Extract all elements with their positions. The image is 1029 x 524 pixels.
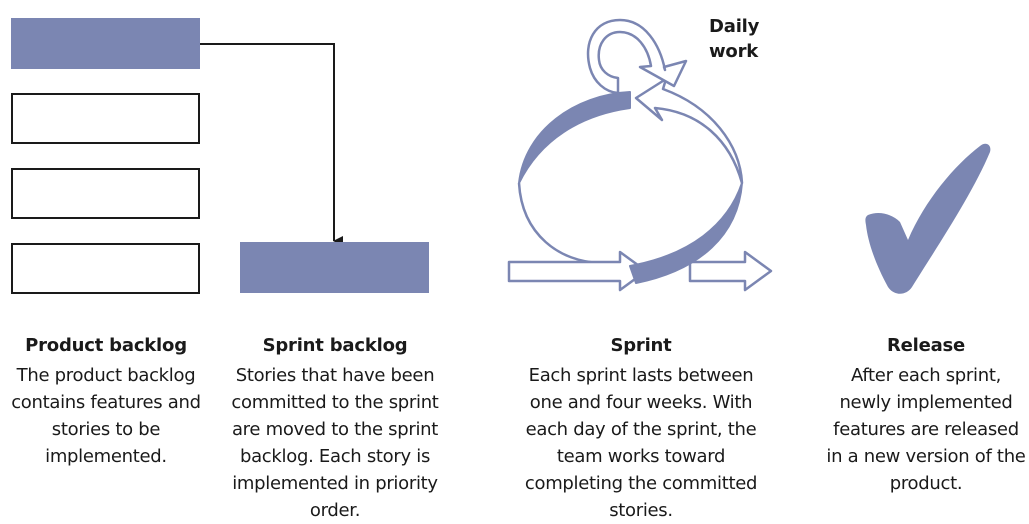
- sprint-backlog-column: Sprint backlog Stories that have been co…: [222, 335, 448, 524]
- sprint-title: Sprint: [610, 335, 672, 356]
- move-to-sprint-arrow: [200, 43, 343, 246]
- sprint-backlog-description: Stories that have been committed to the …: [231, 365, 439, 521]
- release-description: After each sprint, newly implemented fea…: [826, 365, 1026, 494]
- sprint-backlog-title: Sprint backlog: [262, 335, 408, 356]
- backlog-item: [11, 168, 200, 219]
- product-backlog-column: Product backlog The product backlog cont…: [6, 335, 206, 470]
- backlog-item: [11, 93, 200, 144]
- sprint-backlog-box: [240, 242, 429, 293]
- sprint-cycle-icon: [507, 18, 773, 292]
- product-backlog-description: The product backlog contains features an…: [11, 365, 201, 467]
- sprint-description: Each sprint lasts between one and four w…: [524, 365, 758, 521]
- backlog-item-selected: [11, 18, 200, 69]
- checkmark-icon: [865, 143, 991, 294]
- product-backlog-title: Product backlog: [25, 335, 187, 356]
- backlog-item: [11, 243, 200, 294]
- daily-work-label: Daily work: [709, 16, 760, 62]
- release-title: Release: [886, 335, 966, 356]
- release-column: Release After each sprint, newly impleme…: [826, 335, 1026, 497]
- sprint-column: Sprint Each sprint lasts between one and…: [512, 335, 770, 524]
